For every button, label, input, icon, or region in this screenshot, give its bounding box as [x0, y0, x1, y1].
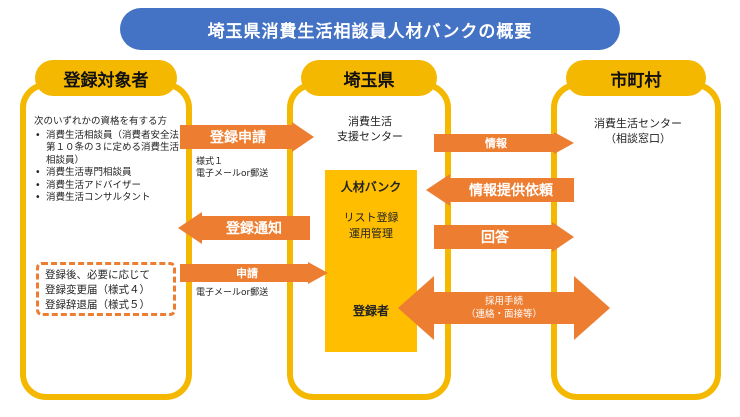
arrow-right-shape — [434, 222, 574, 252]
center-name-line: 支援センター — [337, 130, 403, 143]
arrow-left-shape — [426, 174, 574, 206]
center-name-line: 消費生活 — [348, 115, 392, 128]
talent-bank-task: リスト登録 — [343, 211, 399, 224]
after-registration-box: 登録後、必要に応じて 登録変更届（様式４） 登録辞退届（様式５） — [36, 262, 176, 316]
arrow-information: 情報 — [434, 132, 574, 154]
hiring-label-line: 採用手続 — [484, 296, 523, 307]
label-registrants: 登録対象者 — [35, 60, 177, 96]
qualification-item: 消費生活コンサルタント — [34, 192, 184, 205]
qualification-text: 次のいずれかの資格を有する方 消費生活相談員（消費者安全法第１０条の３に定める消… — [34, 116, 184, 205]
talent-bank-task: 運用管理 — [349, 227, 393, 240]
hiring-label: 採用手続 （連絡・面接等） — [398, 276, 610, 340]
qualification-intro: 次のいずれかの資格を有する方 — [34, 116, 168, 127]
municipal-center-line: 消費生活センター — [594, 117, 682, 130]
talent-bank-box: 人材バンク リスト登録 運用管理 登録者 — [325, 170, 417, 352]
qualification-item: 消費生活アドバイザー — [34, 180, 184, 193]
hiring-label-line: （連絡・面接等） — [465, 309, 542, 320]
qualification-item: 消費生活相談員（消費者安全法第１０条の３に定める消費生活相談員） — [34, 130, 184, 168]
arrow-information-request: 情報提供依頼 — [426, 174, 574, 206]
arrow-label: 登録申請 — [210, 130, 266, 146]
arrow-registration-application: 登録申請 — [180, 122, 314, 152]
registrant-label: 登録者 — [352, 304, 389, 318]
arrow-right-shape — [434, 132, 574, 154]
arrow-answer: 回答 — [434, 222, 574, 252]
talent-bank-title: 人材バンク — [340, 180, 402, 194]
withdrawal-notice-form: 登録辞退届（様式５） — [45, 299, 150, 311]
arrow-label: 回答 — [481, 230, 509, 246]
after-registration-line: 登録後、必要に応じて — [45, 269, 150, 281]
diagram-title: 埼玉県消費生活相談員人材バンクの概要 — [120, 8, 620, 50]
arrow-change-application: 申請 — [180, 262, 328, 284]
qualification-list: 消費生活相談員（消費者安全法第１０条の３に定める消費生活相談員） 消費生活専門相… — [34, 130, 184, 205]
arrow-right-shape — [180, 122, 314, 152]
application-form-note: 様式１ — [196, 157, 224, 167]
change-notice-form: 登録変更届（様式４） — [45, 284, 150, 296]
talent-bank-tasks: リスト登録 運用管理 — [325, 210, 417, 242]
application-method-note: 電子メールor郵送 — [196, 169, 269, 179]
arrow-hiring-procedure: 採用手続 （連絡・面接等） — [398, 276, 610, 340]
double-arrow-shape — [398, 276, 610, 340]
arrow-left-shape — [178, 212, 310, 244]
arrow-label: 情報提供依頼 — [469, 183, 553, 199]
municipal-consumer-center: 消費生活センター （相談窓口） — [572, 116, 704, 146]
consumer-support-center: 消費生活 支援センター — [318, 114, 422, 144]
label-municipalities: 市町村 — [566, 60, 706, 96]
qualification-item: 消費生活専門相談員 — [34, 167, 184, 180]
arrow-registration-notice: 登録通知 — [178, 212, 310, 244]
label-saitama: 埼玉県 — [301, 60, 437, 96]
change-method-note: 電子メールor郵送 — [196, 288, 269, 298]
arrow-label: 申請 — [236, 267, 258, 280]
municipal-center-line: （相談窓口） — [605, 132, 671, 145]
application-note: 様式１ 電子メールor郵送 — [196, 156, 268, 180]
arrow-label: 情報 — [485, 137, 507, 150]
arrow-label: 登録通知 — [226, 221, 282, 237]
arrow-right-shape — [180, 262, 328, 284]
